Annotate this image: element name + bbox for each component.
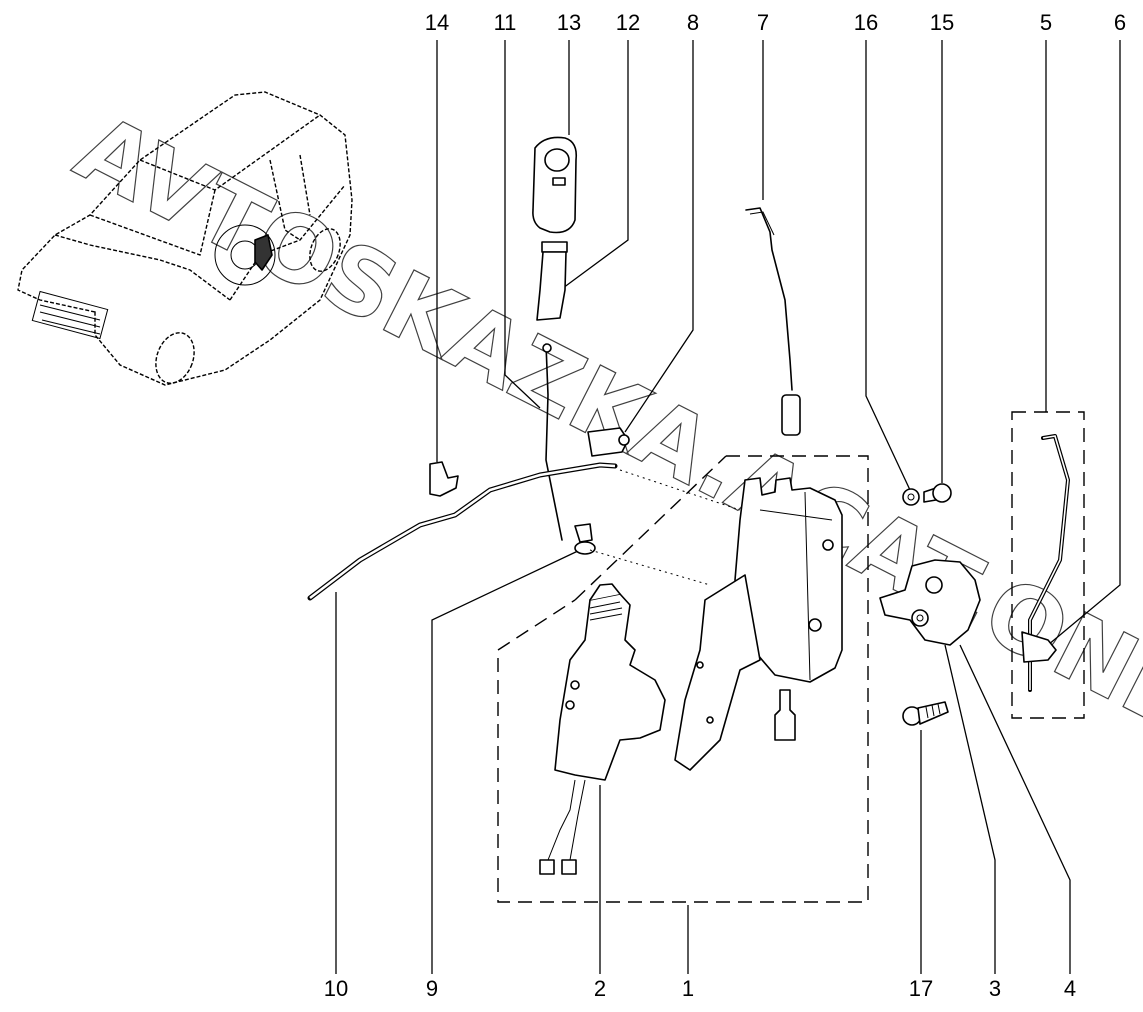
part-14-retainer-clip[interactable] <box>429 461 459 497</box>
part-17-striker-screw[interactable] <box>902 701 949 726</box>
callouts-bottom: 10 9 2 1 17 3 4 <box>324 549 1076 1001</box>
callout-6: 6 <box>1114 10 1126 35</box>
part-11-lock-rod[interactable] <box>542 343 563 541</box>
part-12-lock-cylinder[interactable] <box>536 241 568 321</box>
callout-1: 1 <box>682 976 694 1001</box>
callout-5: 5 <box>1040 10 1052 35</box>
part-1-lock-body[interactable] <box>674 477 843 771</box>
callout-8: 8 <box>687 10 699 35</box>
callouts-top: 14 11 13 12 8 7 16 15 5 6 <box>425 10 1126 646</box>
part-16-nut[interactable] <box>902 488 920 506</box>
part-4-striker-pin[interactable] <box>911 609 929 627</box>
lock-location-marker <box>214 224 276 286</box>
callout-7: 7 <box>757 10 769 35</box>
part-5-lock-rod-assembly[interactable] <box>1028 434 1070 692</box>
part-3-striker-plate[interactable] <box>879 559 981 646</box>
part-9-rod-clip[interactable] <box>574 523 596 555</box>
part-10-lock-button-rod[interactable] <box>307 462 618 601</box>
callout-2: 2 <box>594 976 606 1001</box>
vehicle-illustration <box>17 91 353 386</box>
part-13-key[interactable] <box>532 136 578 234</box>
callout-11: 11 <box>494 10 517 35</box>
callout-14: 14 <box>425 10 449 35</box>
callout-13: 13 <box>557 10 581 35</box>
callout-3: 3 <box>989 976 1001 1001</box>
part-7-inner-rod[interactable] <box>745 207 801 436</box>
callout-9: 9 <box>426 976 438 1001</box>
part-8-rod-holder[interactable] <box>587 427 630 457</box>
part-6-rod-clip[interactable] <box>1021 631 1057 663</box>
assembly-5-boundary <box>1011 411 1085 719</box>
callout-16: 16 <box>854 10 878 35</box>
callout-12: 12 <box>616 10 640 35</box>
callout-10: 10 <box>324 976 348 1001</box>
callout-17: 17 <box>909 976 933 1001</box>
assembly-1-boundary <box>497 455 869 903</box>
callout-4: 4 <box>1064 976 1076 1001</box>
part-15-screw[interactable] <box>923 483 952 503</box>
callout-15: 15 <box>930 10 954 35</box>
part-2-actuator[interactable] <box>539 583 666 875</box>
